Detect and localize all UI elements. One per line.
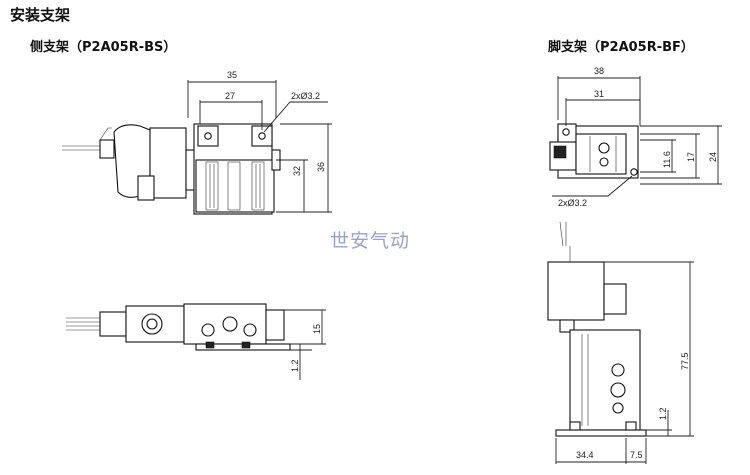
dim-24: 24 <box>708 152 718 162</box>
dim-17: 17 <box>686 152 696 162</box>
foot-bracket-top-view: 38 31 11.6 17 24 2xØ3.2 <box>549 66 722 208</box>
side-bracket-front-view: 15 1.2 <box>66 303 326 380</box>
dim-15: 15 <box>312 324 322 334</box>
watermark: 世安气动 <box>330 230 411 252</box>
dim-1-2-left: 1.2 <box>290 359 300 372</box>
dim-77-5: 77.5 <box>680 352 690 370</box>
dim-35: 35 <box>227 70 237 80</box>
dim-34-4: 34.4 <box>576 450 594 460</box>
dim-hole-top: 2xØ3.2 <box>291 91 320 101</box>
dim-27: 27 <box>225 91 235 101</box>
side-bracket-title: 侧支架（P2A05R-BS） <box>30 40 177 55</box>
dim-hole-foot: 2xØ3.2 <box>558 198 587 208</box>
dim-32: 32 <box>292 166 302 176</box>
dim-31: 31 <box>594 89 604 99</box>
dim-11-6: 11.6 <box>662 151 672 168</box>
dim-7-5: 7.5 <box>630 450 643 460</box>
foot-bracket-title: 脚支架（P2A05R-BF） <box>548 40 694 55</box>
dim-1-2-right: 1.2 <box>658 407 668 420</box>
dim-38: 38 <box>594 66 604 76</box>
side-bracket-top-view: 35 27 2xØ3.2 32 36 <box>62 70 332 215</box>
page-title: 安装支架 <box>10 6 71 24</box>
foot-bracket-front-view: 77.5 1.2 34.4 7.5 <box>547 221 694 464</box>
dim-36: 36 <box>316 162 326 172</box>
